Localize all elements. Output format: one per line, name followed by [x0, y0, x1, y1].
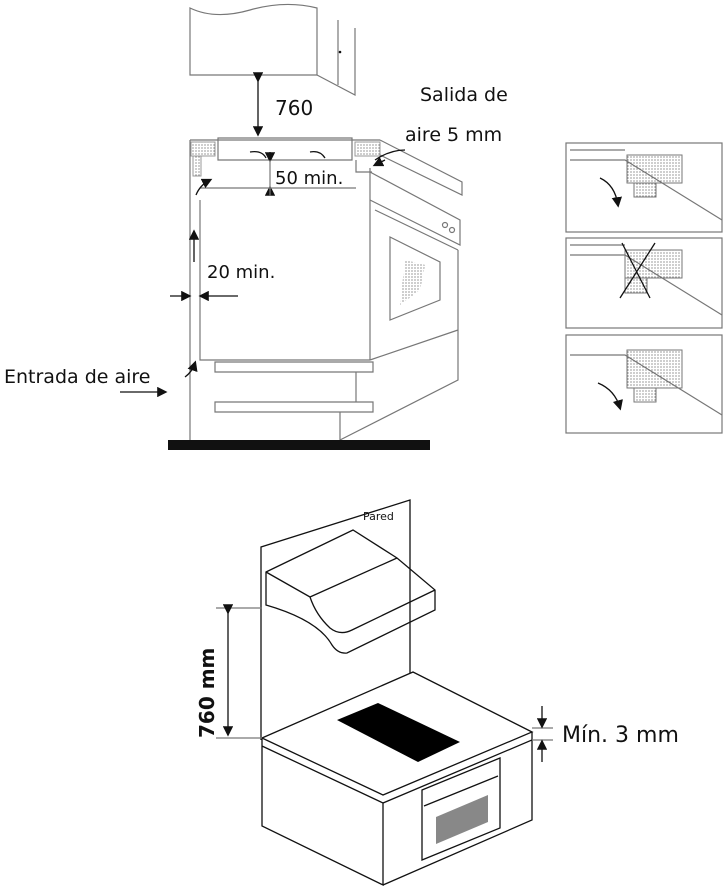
side-section-diagram: 760 50 min. 20 min. Entrada de aire Sali… — [4, 3, 508, 450]
detail-panels — [565, 142, 723, 434]
induction-hob — [337, 703, 460, 762]
exhaust-label-line1: Salida de — [420, 84, 508, 106]
gap-top-label: 50 min. — [275, 168, 343, 189]
perspective-diagram: Pared 760 mm Mín. 3 mm — [195, 499, 679, 887]
detail-panel-ok-2 — [565, 334, 723, 434]
intake-label: Entrada de aire — [4, 366, 151, 388]
exhaust-label-line2: aire 5 mm — [405, 124, 502, 146]
wall-cabinet — [189, 3, 318, 76]
range-hood — [265, 529, 436, 654]
detail-panel-ok-1 — [565, 142, 723, 233]
wall — [260, 499, 411, 740]
height-label: 760 mm — [195, 648, 219, 738]
detail-panel-wrong — [565, 237, 723, 329]
clearance-label: 760 — [275, 96, 313, 120]
min-gap-label: Mín. 3 mm — [562, 723, 679, 748]
wall-label: Pared — [363, 510, 394, 523]
cross-icon — [619, 242, 656, 299]
floor — [168, 440, 430, 450]
gap-side-label: 20 min. — [207, 262, 275, 283]
